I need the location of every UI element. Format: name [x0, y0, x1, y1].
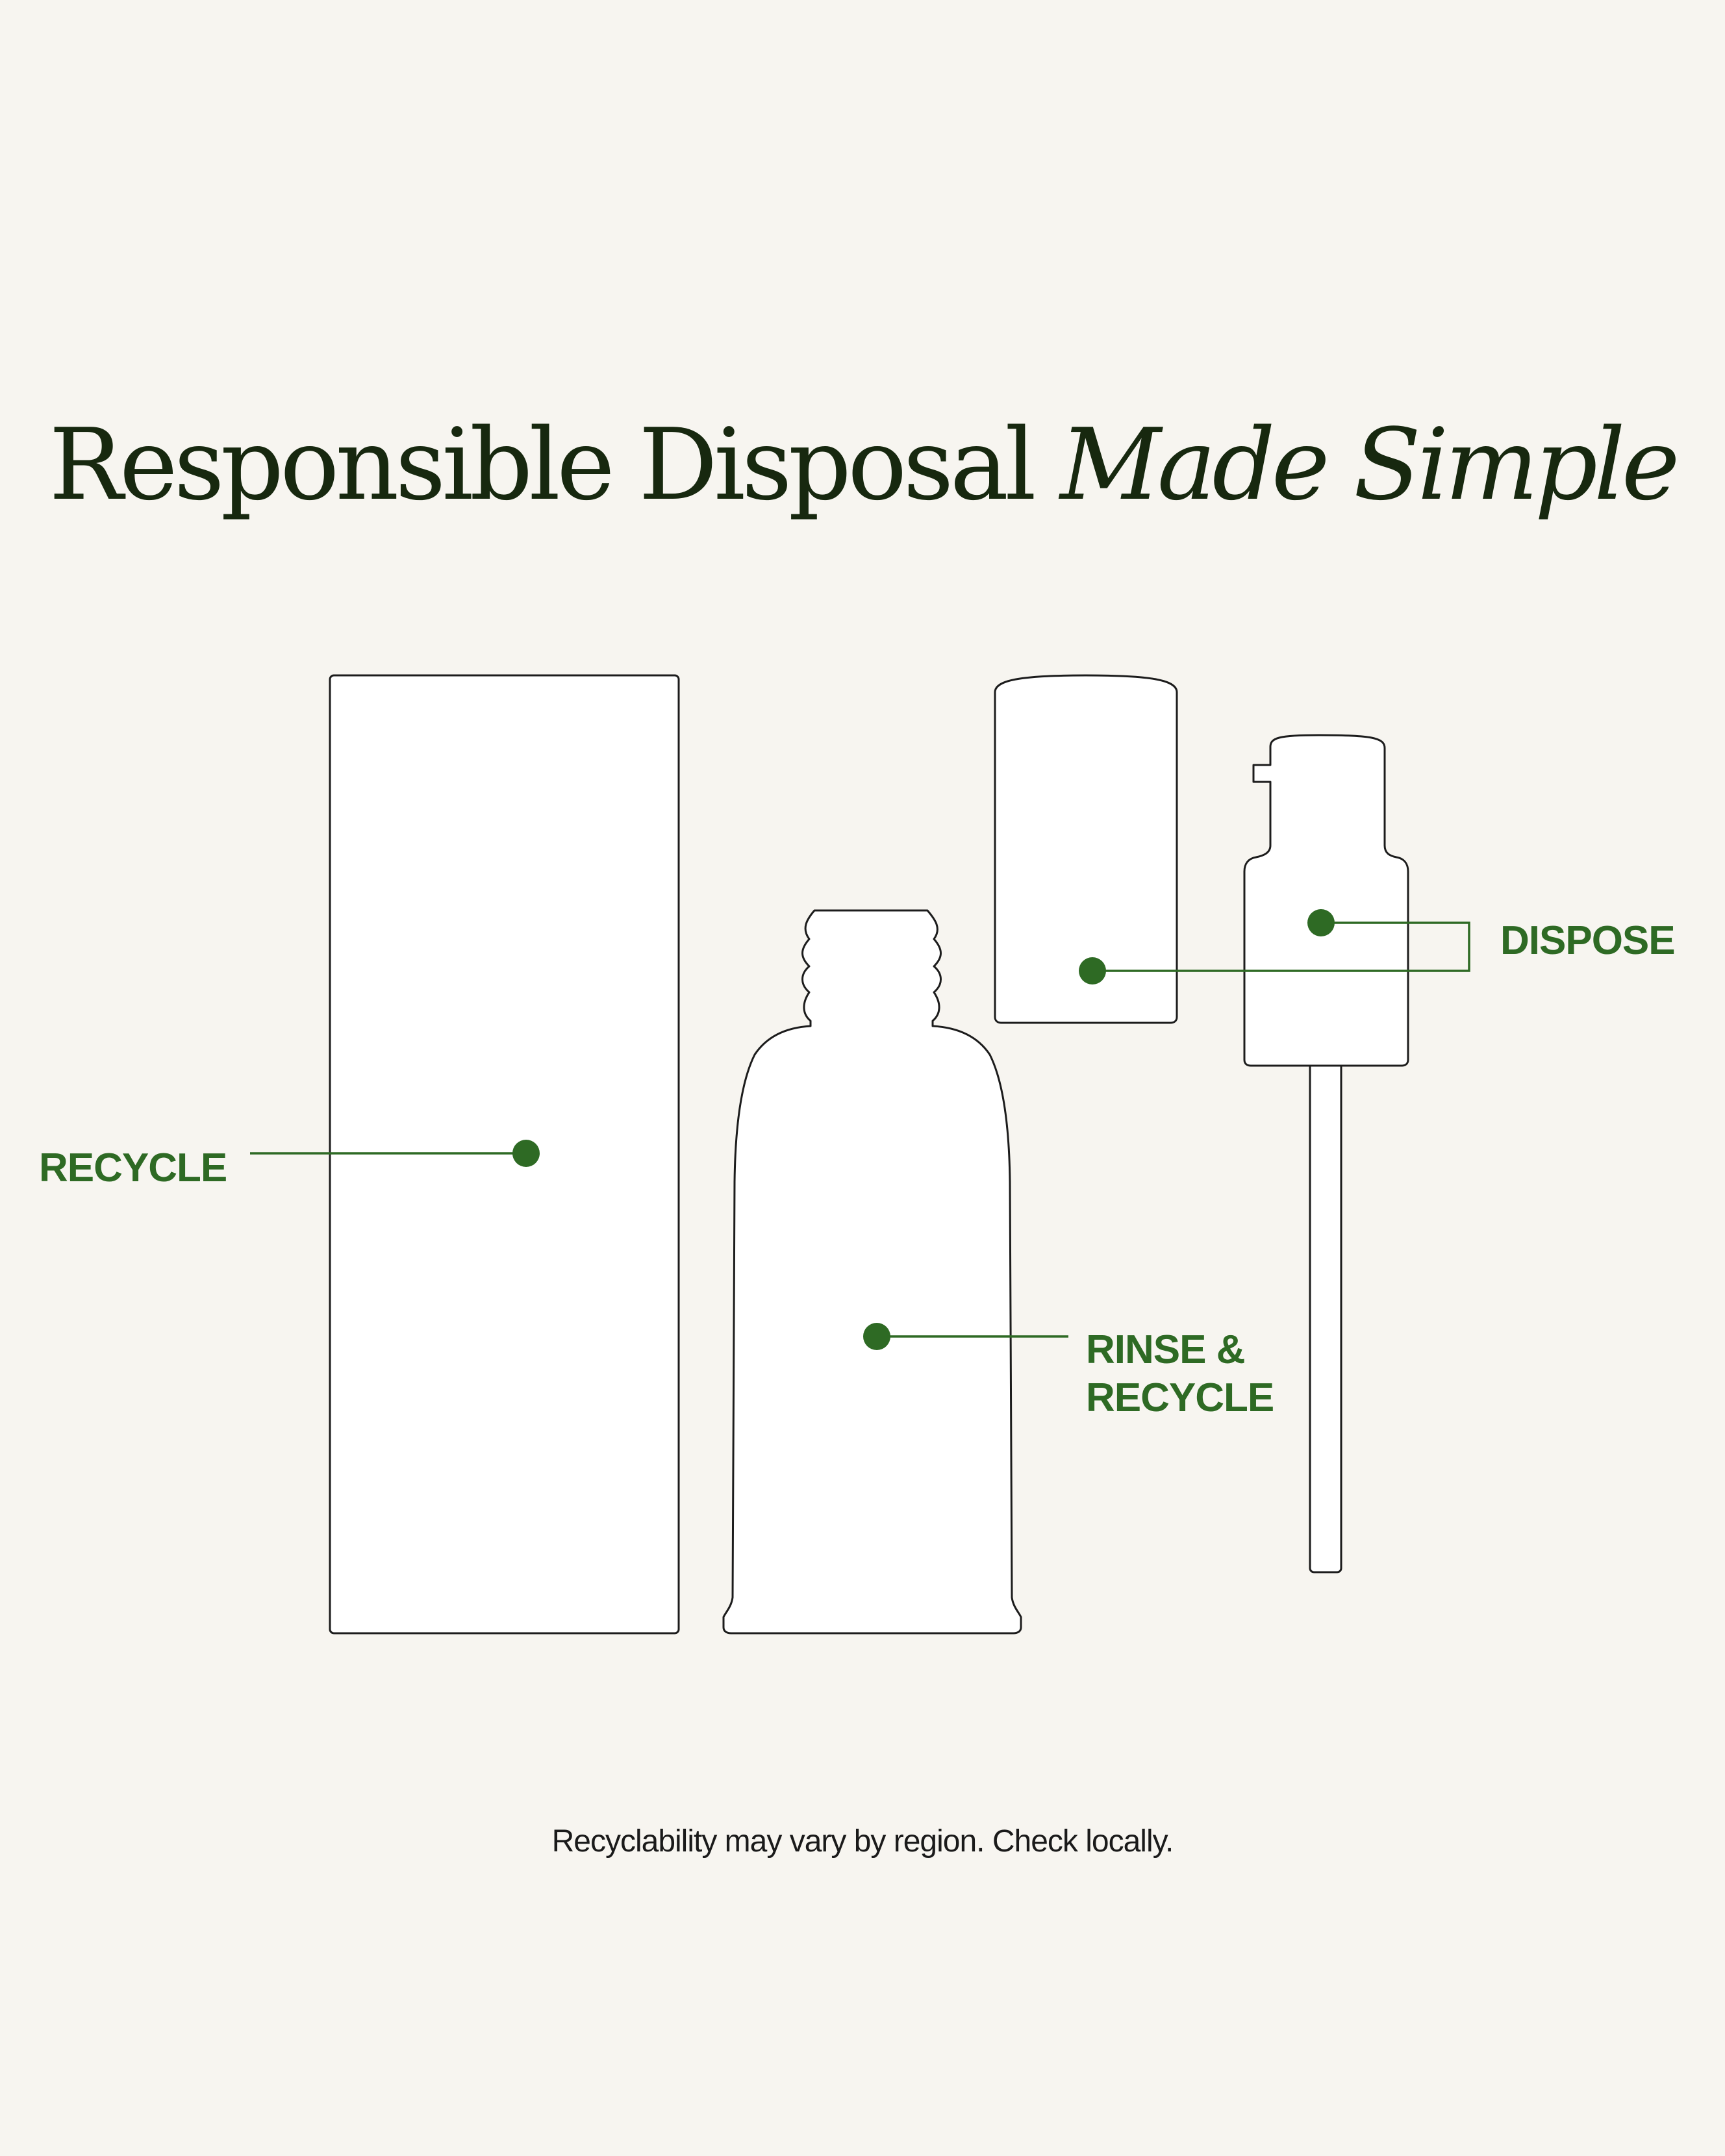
box-marker-dot: [512, 1140, 540, 1167]
disclaimer-footnote: Recyclability may vary by region. Check …: [551, 1824, 1174, 1859]
pump-dip-tube: [1309, 1060, 1342, 1573]
bottle-outline: [722, 909, 1022, 1635]
dispose-label: DISPOSE: [1500, 917, 1676, 965]
dispose-leader-bracket: [1092, 921, 1470, 972]
recycle-label: RECYCLE: [39, 1144, 227, 1192]
dispose-label-text: DISPOSE: [1500, 918, 1676, 963]
title-italic: Made Simple: [1060, 407, 1680, 522]
rinse-recycle-label-line-2: RECYCLE: [1086, 1375, 1274, 1420]
recycle-label-text: RECYCLE: [39, 1146, 227, 1190]
bottle-marker-dot: [863, 1323, 890, 1350]
cap-outline: [994, 674, 1178, 1024]
rinse-recycle-label: RINSE & RECYCLE: [1086, 1326, 1274, 1422]
rinse-recycle-label-line-1: RINSE &: [1086, 1327, 1245, 1372]
pump-outline: [1243, 734, 1409, 1067]
pump-marker-dot: [1307, 909, 1335, 936]
cap-marker-dot: [1079, 957, 1106, 984]
title-regular: Responsible Disposal: [49, 407, 1036, 522]
page-title: Responsible Disposal Made Simple: [0, 416, 1725, 514]
